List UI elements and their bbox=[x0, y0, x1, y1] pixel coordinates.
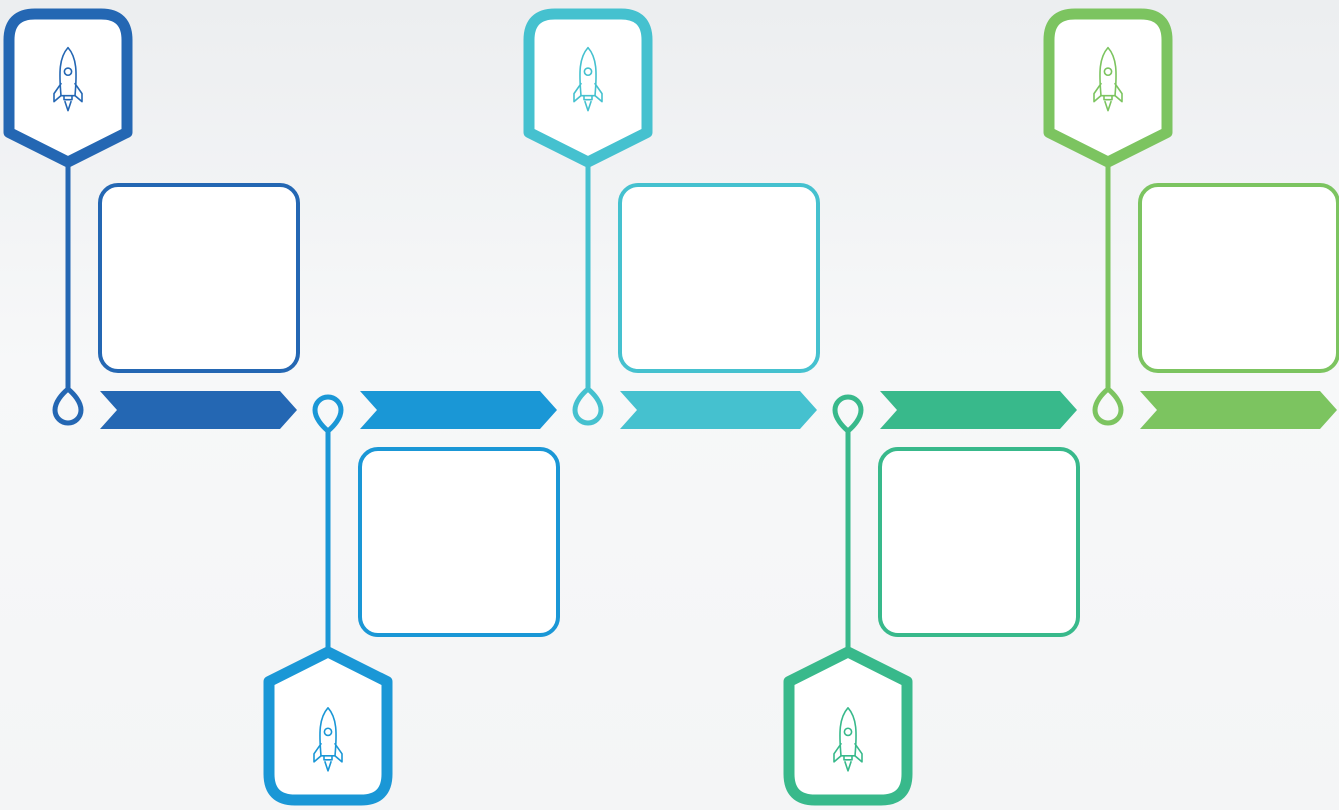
step-badge bbox=[3, 8, 133, 168]
step-text-box bbox=[1138, 183, 1339, 373]
timeline-node bbox=[572, 385, 604, 426]
timeline-arrow-segment bbox=[100, 391, 297, 429]
rocket-icon bbox=[53, 46, 83, 112]
rocket-icon bbox=[313, 707, 343, 772]
timeline-arrow-segment bbox=[1140, 391, 1337, 429]
timeline-node bbox=[1092, 385, 1124, 426]
timeline-arrow-segment bbox=[360, 391, 557, 429]
rocket-icon bbox=[573, 46, 603, 112]
step-badge bbox=[523, 8, 653, 168]
step-badge bbox=[783, 646, 913, 806]
step-badge bbox=[1043, 8, 1173, 168]
step-text-box bbox=[878, 447, 1080, 637]
step-text-box bbox=[358, 447, 560, 637]
step-text-box bbox=[618, 183, 820, 373]
rocket-icon bbox=[833, 707, 863, 772]
timeline-arrow-segment bbox=[880, 391, 1077, 429]
timeline-arrow-segment bbox=[620, 391, 817, 429]
timeline-node bbox=[832, 394, 864, 435]
timeline-node bbox=[52, 385, 84, 426]
rocket-icon bbox=[1093, 46, 1123, 112]
timeline-node bbox=[312, 394, 344, 435]
step-badge bbox=[263, 646, 393, 806]
step-text-box bbox=[98, 183, 300, 373]
